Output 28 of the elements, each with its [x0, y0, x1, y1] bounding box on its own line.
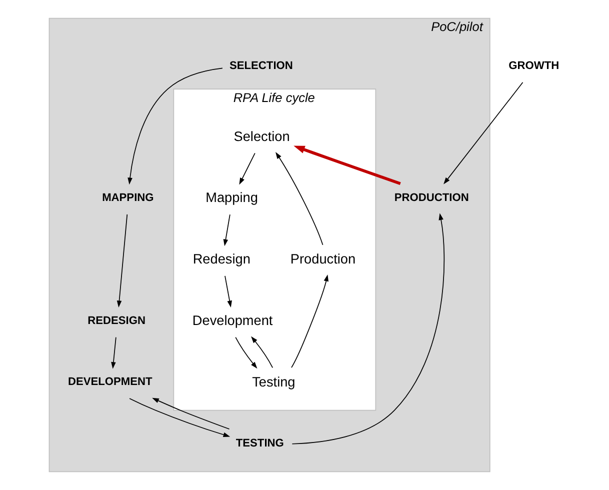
node-text: MAPPING [102, 192, 154, 204]
node-text: Redesign [192, 252, 250, 267]
arrow [235, 336, 258, 369]
node-text: Mapping [206, 190, 258, 206]
node-text: REDESIGN [88, 314, 146, 327]
node-text: GROWTH [508, 60, 560, 72]
arrow [152, 398, 230, 430]
arrow [111, 336, 116, 369]
arrow [294, 146, 401, 186]
node-text: TESTING [236, 437, 284, 450]
node-text: DEVELOPMENT [68, 376, 152, 388]
node-text: Testing [252, 374, 296, 390]
arrow [239, 152, 256, 185]
arrow [128, 68, 223, 185]
arrow [116, 214, 128, 308]
arrow [129, 398, 230, 437]
node-text: SELECTION [229, 60, 293, 72]
arrow [292, 213, 445, 444]
node-text: Selection [234, 128, 290, 144]
arrow [223, 214, 230, 246]
arrow [251, 336, 274, 368]
arrow [291, 274, 328, 368]
node-text: PRODUCTION [394, 192, 469, 204]
arrow [276, 152, 324, 246]
node-text: Development [192, 312, 273, 328]
arrow [224, 276, 232, 308]
arrow [444, 82, 524, 184]
node-text: Production [290, 252, 356, 267]
